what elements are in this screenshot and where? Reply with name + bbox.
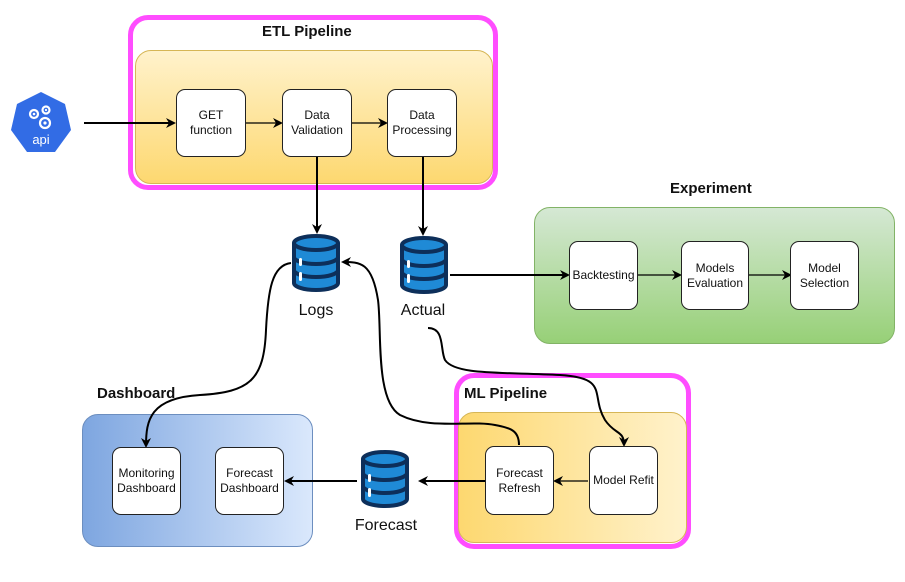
actual-database[interactable]: [398, 235, 450, 295]
edge-actual-refit: [427, 327, 629, 447]
models-evaluation-node[interactable]: Models Evaluation: [681, 241, 749, 310]
database-icon: [292, 234, 340, 292]
forecast-refresh-node[interactable]: Forecast Refresh: [485, 446, 554, 515]
etl-pipeline-title: ETL Pipeline: [262, 23, 352, 40]
forecast-database[interactable]: [359, 449, 411, 509]
api-label: api: [32, 132, 50, 147]
database-icon: [361, 450, 409, 508]
forecast-label: Forecast: [354, 517, 418, 534]
edge-logs-monitoring: [141, 262, 292, 448]
model-refit-node[interactable]: Model Refit: [589, 446, 658, 515]
logs-label: Logs: [298, 302, 334, 319]
kubernetes-api-icon: [11, 92, 71, 152]
forecast-dashboard-node[interactable]: Forecast Dashboard: [215, 447, 284, 515]
get-function-node[interactable]: GET function: [176, 89, 246, 157]
logs-database[interactable]: [290, 233, 342, 293]
model-selection-node[interactable]: Model Selection: [790, 241, 859, 310]
actual-label: Actual: [400, 302, 446, 319]
api-node: api: [9, 90, 73, 156]
backtesting-node[interactable]: Backtesting: [569, 241, 638, 310]
monitoring-dashboard-node[interactable]: Monitoring Dashboard: [112, 447, 181, 515]
edge-refresh-logs: [341, 257, 520, 446]
data-validation-node[interactable]: Data Validation: [282, 89, 352, 157]
experiment-title: Experiment: [670, 180, 752, 197]
dashboard-title: Dashboard: [97, 385, 176, 402]
database-icon: [400, 236, 448, 294]
ml-pipeline-title: ML Pipeline: [464, 385, 548, 402]
data-processing-node[interactable]: Data Processing: [387, 89, 457, 157]
